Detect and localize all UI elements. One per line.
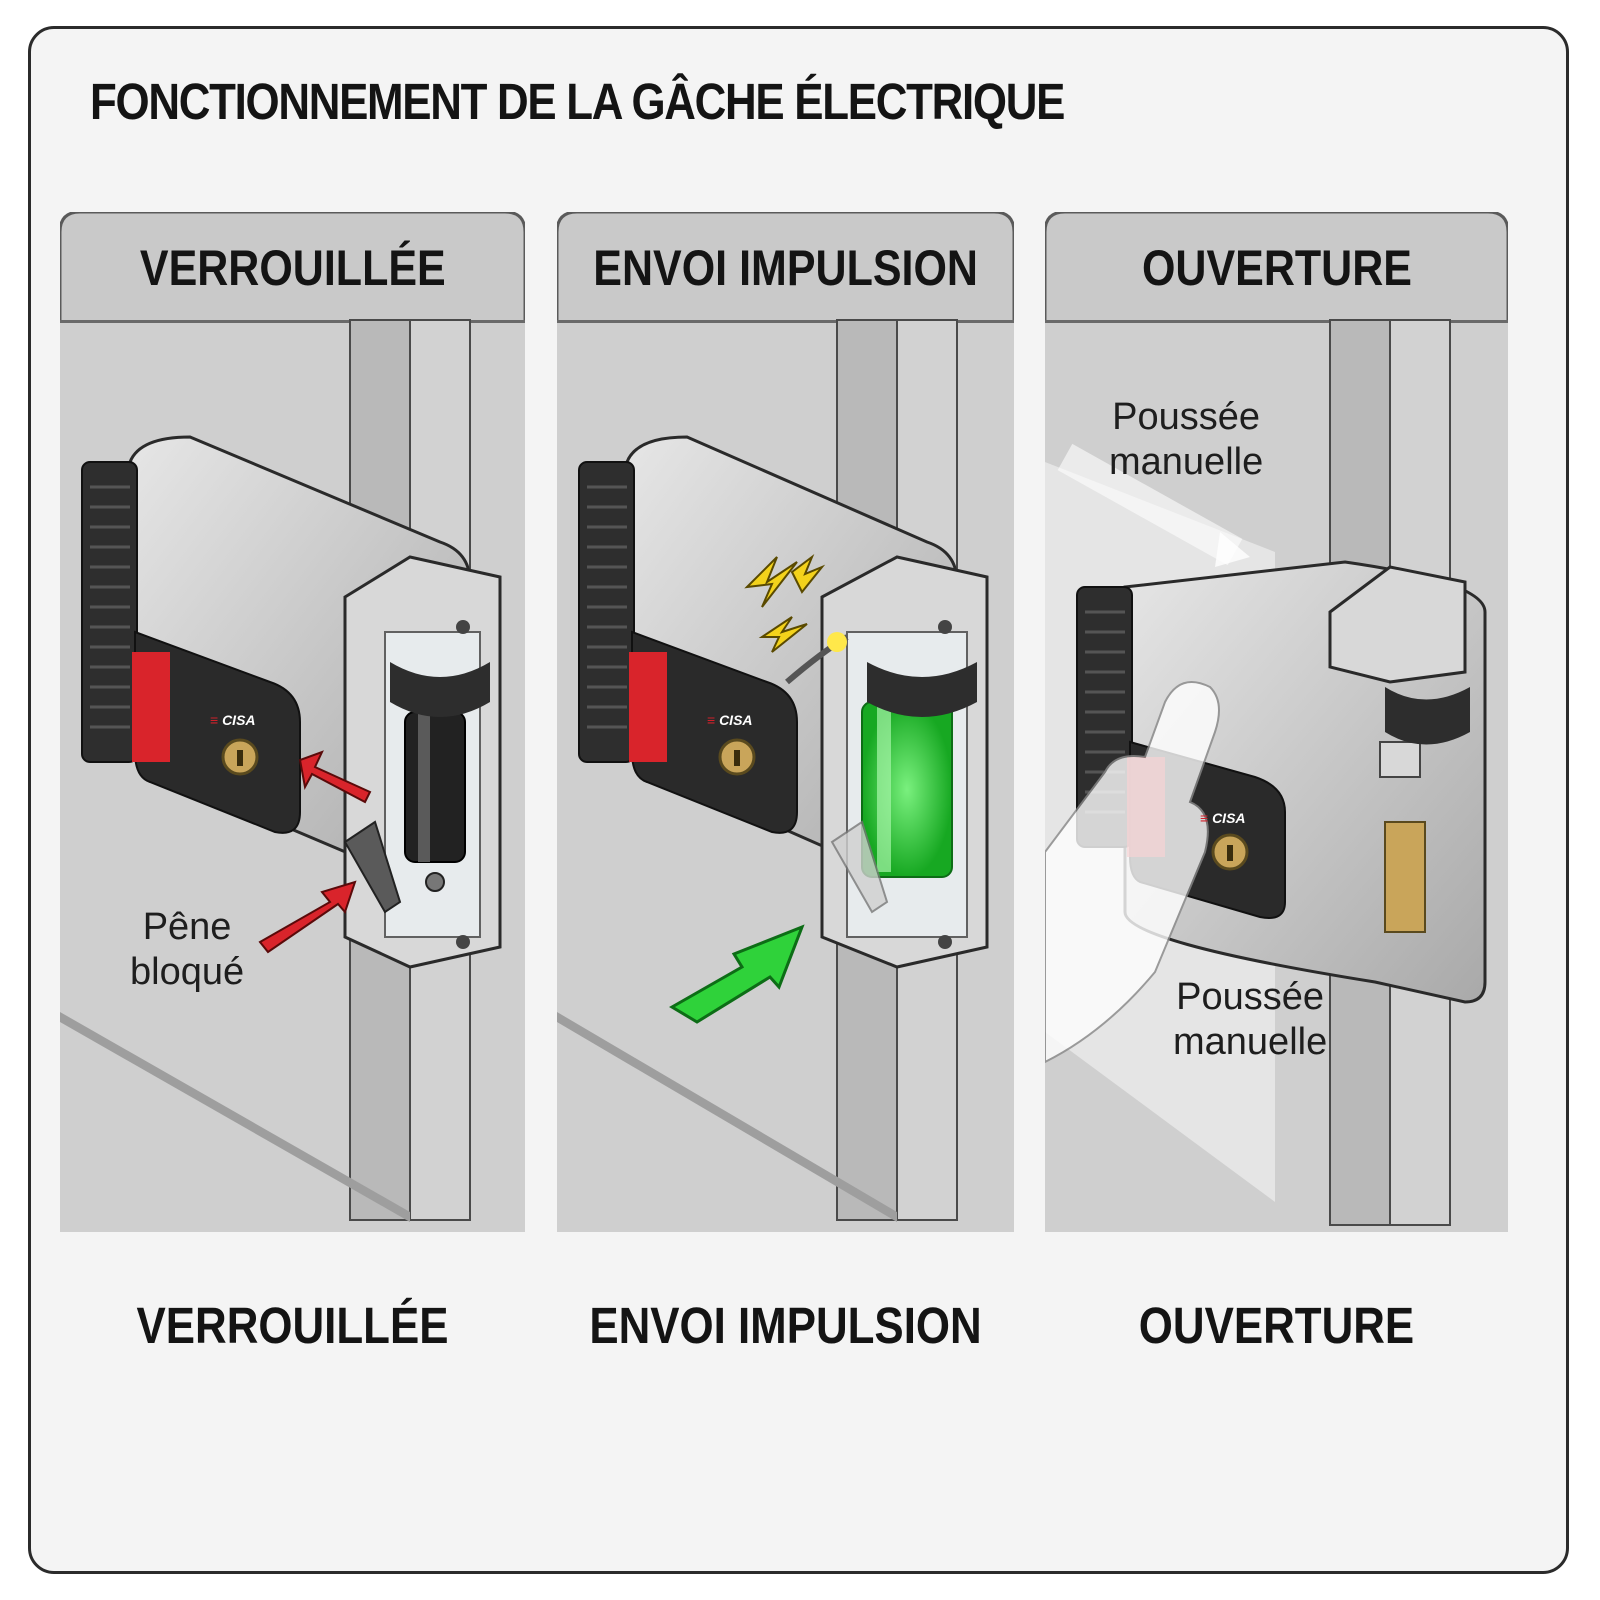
strike-housing [343, 555, 502, 969]
panel-impulse: ENVOI IMPULSION ≡ CISA [557, 212, 1014, 1232]
caption-opening: OUVERTURE [1138, 1297, 1415, 1354]
locked-illustration [60, 212, 525, 1232]
panel-opening-header: OUVERTURE [1141, 240, 1412, 296]
panel-impulse-header: ENVOI IMPULSION [593, 240, 978, 296]
arrow-icon [258, 750, 372, 954]
caption-locked: VERROUILLÉE [136, 1297, 449, 1354]
strike-housing [785, 555, 989, 969]
latch-bolt [1384, 821, 1426, 933]
strike-housing [1328, 565, 1470, 745]
caption-impulse: ENVOI IMPULSION [589, 1297, 982, 1354]
lock-logo: ≡ CISA [1200, 810, 1246, 826]
lightning-icon [744, 554, 847, 653]
arrow-icon [669, 924, 805, 1024]
hand-icon [1045, 681, 1220, 1064]
opening-illustration [1045, 212, 1508, 1232]
lock-logo: ≡ CISA [210, 712, 256, 728]
panel-locked-header: VERROUILLÉE [139, 240, 446, 296]
impulse-illustration [557, 212, 1014, 1232]
energized-solenoid [861, 701, 953, 878]
lock-logo: ≡ CISA [707, 712, 753, 728]
main-title: FONCTIONNEMENT DE LA GÂCHE ÉLECTRIQUE [90, 73, 1065, 130]
